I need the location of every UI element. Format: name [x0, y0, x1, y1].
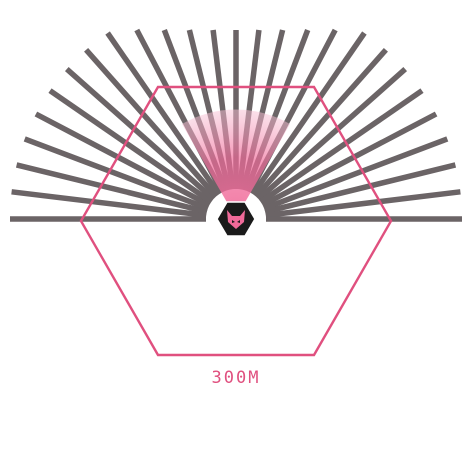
sonar-ray: [84, 47, 219, 199]
sonar-ray: [15, 162, 208, 215]
sonar-ray: [34, 111, 211, 208]
sonar-ray: [259, 88, 424, 205]
sonar-ray: [253, 47, 388, 199]
detection-cone: [182, 109, 290, 218]
sonar-ray: [261, 111, 438, 208]
sonar-ray: [256, 67, 408, 202]
sonar-ray: [105, 31, 222, 196]
sonar-ray: [23, 136, 209, 211]
sonar-ray: [48, 88, 213, 205]
sonar-ray: [265, 189, 461, 219]
range-hexagon: [79, 85, 393, 357]
sonar-ray: [264, 162, 457, 215]
player-marker[interactable]: [216, 201, 256, 237]
sonar-ray: [64, 67, 216, 202]
fox-head-icon: [227, 210, 245, 229]
sonar-ray: [11, 189, 207, 219]
sonar-ray: [250, 31, 367, 196]
sonar-ray: [263, 136, 449, 211]
range-label: 300M: [212, 368, 261, 388]
